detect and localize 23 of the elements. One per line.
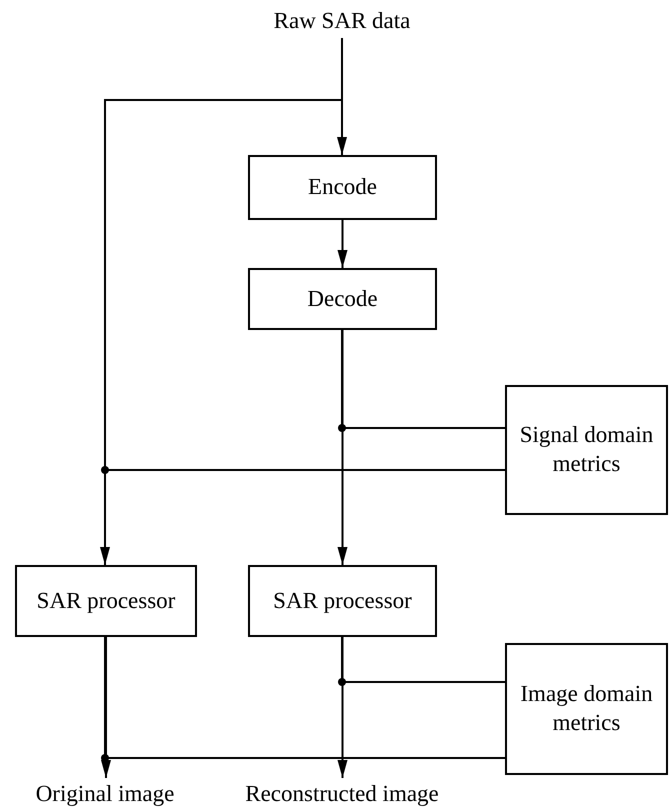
output-label: Original image: [36, 780, 174, 808]
box-label: Decode: [307, 284, 378, 313]
metrics-box: [505, 643, 668, 775]
arrow: [338, 220, 348, 268]
connector-line: [104, 38, 505, 471]
connector-line: [341, 637, 505, 683]
box-label: SAR processor: [273, 586, 412, 615]
connector-line: [104, 637, 505, 759]
source-label: Raw SAR data: [274, 6, 410, 35]
metrics-box: [505, 385, 668, 515]
arrow: [101, 637, 111, 778]
arrow: [338, 637, 348, 778]
box-label: Image domain metrics: [519, 680, 654, 737]
output-label: Reconstructed image: [245, 780, 439, 808]
connector-line: [341, 330, 505, 429]
process-box: [248, 268, 437, 330]
arrow: [338, 330, 348, 565]
box-label: Encode: [308, 173, 377, 202]
box-label: Signal domain metrics: [518, 421, 654, 478]
process-box: [15, 565, 197, 637]
process-box: [248, 155, 437, 220]
process-box: [248, 565, 437, 637]
box-label: SAR processor: [36, 586, 176, 615]
